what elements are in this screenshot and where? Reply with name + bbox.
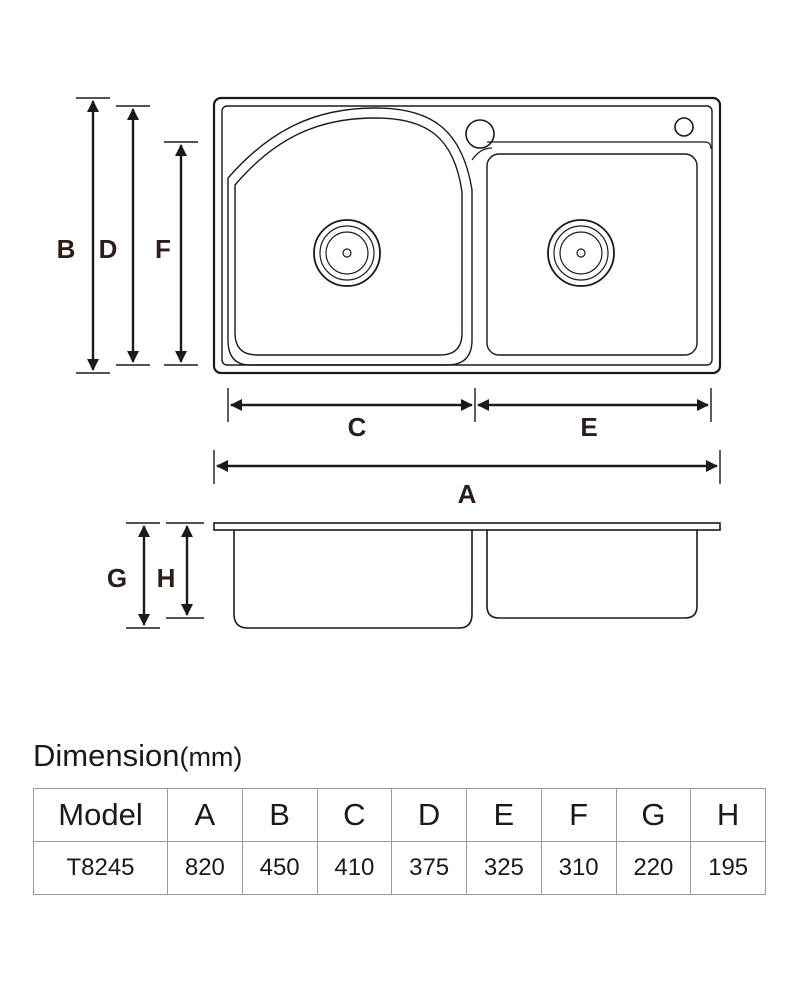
table-header-cell: H	[690, 788, 766, 842]
side-view-rim	[213, 522, 721, 531]
dimension-label-f: F	[155, 234, 171, 264]
horizontal-dimension-lines	[213, 388, 721, 484]
table-header-cell: D	[391, 788, 467, 842]
table-cell: 820	[167, 841, 243, 895]
dimension-title: Dimension	[33, 738, 180, 773]
vertical-dimension-lines	[76, 97, 198, 374]
dimension-label-d: D	[99, 234, 118, 264]
table-row: T8245 820 450 410 375 325 310 220 195	[33, 841, 766, 895]
sink-inner-rim	[221, 105, 713, 366]
dimension-heading: Dimension(mm)	[33, 738, 242, 774]
table-cell: 325	[466, 841, 542, 895]
faucet-hole-large	[465, 119, 495, 149]
right-drain-icon	[547, 219, 615, 287]
dimension-label-g: G	[107, 563, 127, 593]
table-cell: 220	[615, 841, 692, 895]
table-header-row: Model A B C D E F G H	[33, 788, 766, 842]
side-view-left-bowl	[233, 530, 473, 629]
right-bowl-outline	[486, 153, 698, 356]
table-cell: T8245	[33, 841, 168, 895]
table-header-cell: B	[241, 788, 318, 842]
sink-outer-rim	[212, 96, 722, 375]
bowl-divider	[471, 147, 493, 161]
dimension-unit: (mm)	[179, 742, 243, 772]
table-header-cell: C	[316, 788, 393, 842]
table-header-cell: F	[540, 788, 617, 842]
sink-side-view	[213, 522, 721, 629]
table-cell: 310	[540, 841, 617, 895]
left-bowl-inner	[234, 117, 463, 356]
table-cell: 195	[690, 841, 766, 895]
table-header-cell: Model	[33, 788, 168, 842]
side-view-right-bowl	[486, 530, 698, 619]
dimension-table: Model A B C D E F G H T8245 820 450 410 …	[33, 788, 766, 895]
depth-dimension-lines	[126, 522, 204, 629]
table-header-cell: G	[615, 788, 692, 842]
sink-dimension-drawing: B D F C E A G H	[57, 96, 722, 629]
table-header-cell: E	[466, 788, 542, 842]
dimension-label-c: C	[348, 412, 367, 442]
dimension-label-b: B	[57, 234, 76, 264]
table-cell: 450	[241, 841, 318, 895]
right-bowl-ledge	[487, 141, 712, 150]
left-bowl-outline	[227, 107, 473, 366]
sink-top-view	[212, 96, 722, 375]
table-cell: 375	[391, 841, 467, 895]
faucet-hole-small	[674, 117, 694, 137]
dimension-label-e: E	[580, 412, 597, 442]
table-cell: 410	[316, 841, 393, 895]
dimension-label-a: A	[458, 479, 477, 509]
left-drain-icon	[313, 219, 381, 287]
table-header-cell: A	[167, 788, 243, 842]
dimension-label-h: H	[157, 563, 176, 593]
